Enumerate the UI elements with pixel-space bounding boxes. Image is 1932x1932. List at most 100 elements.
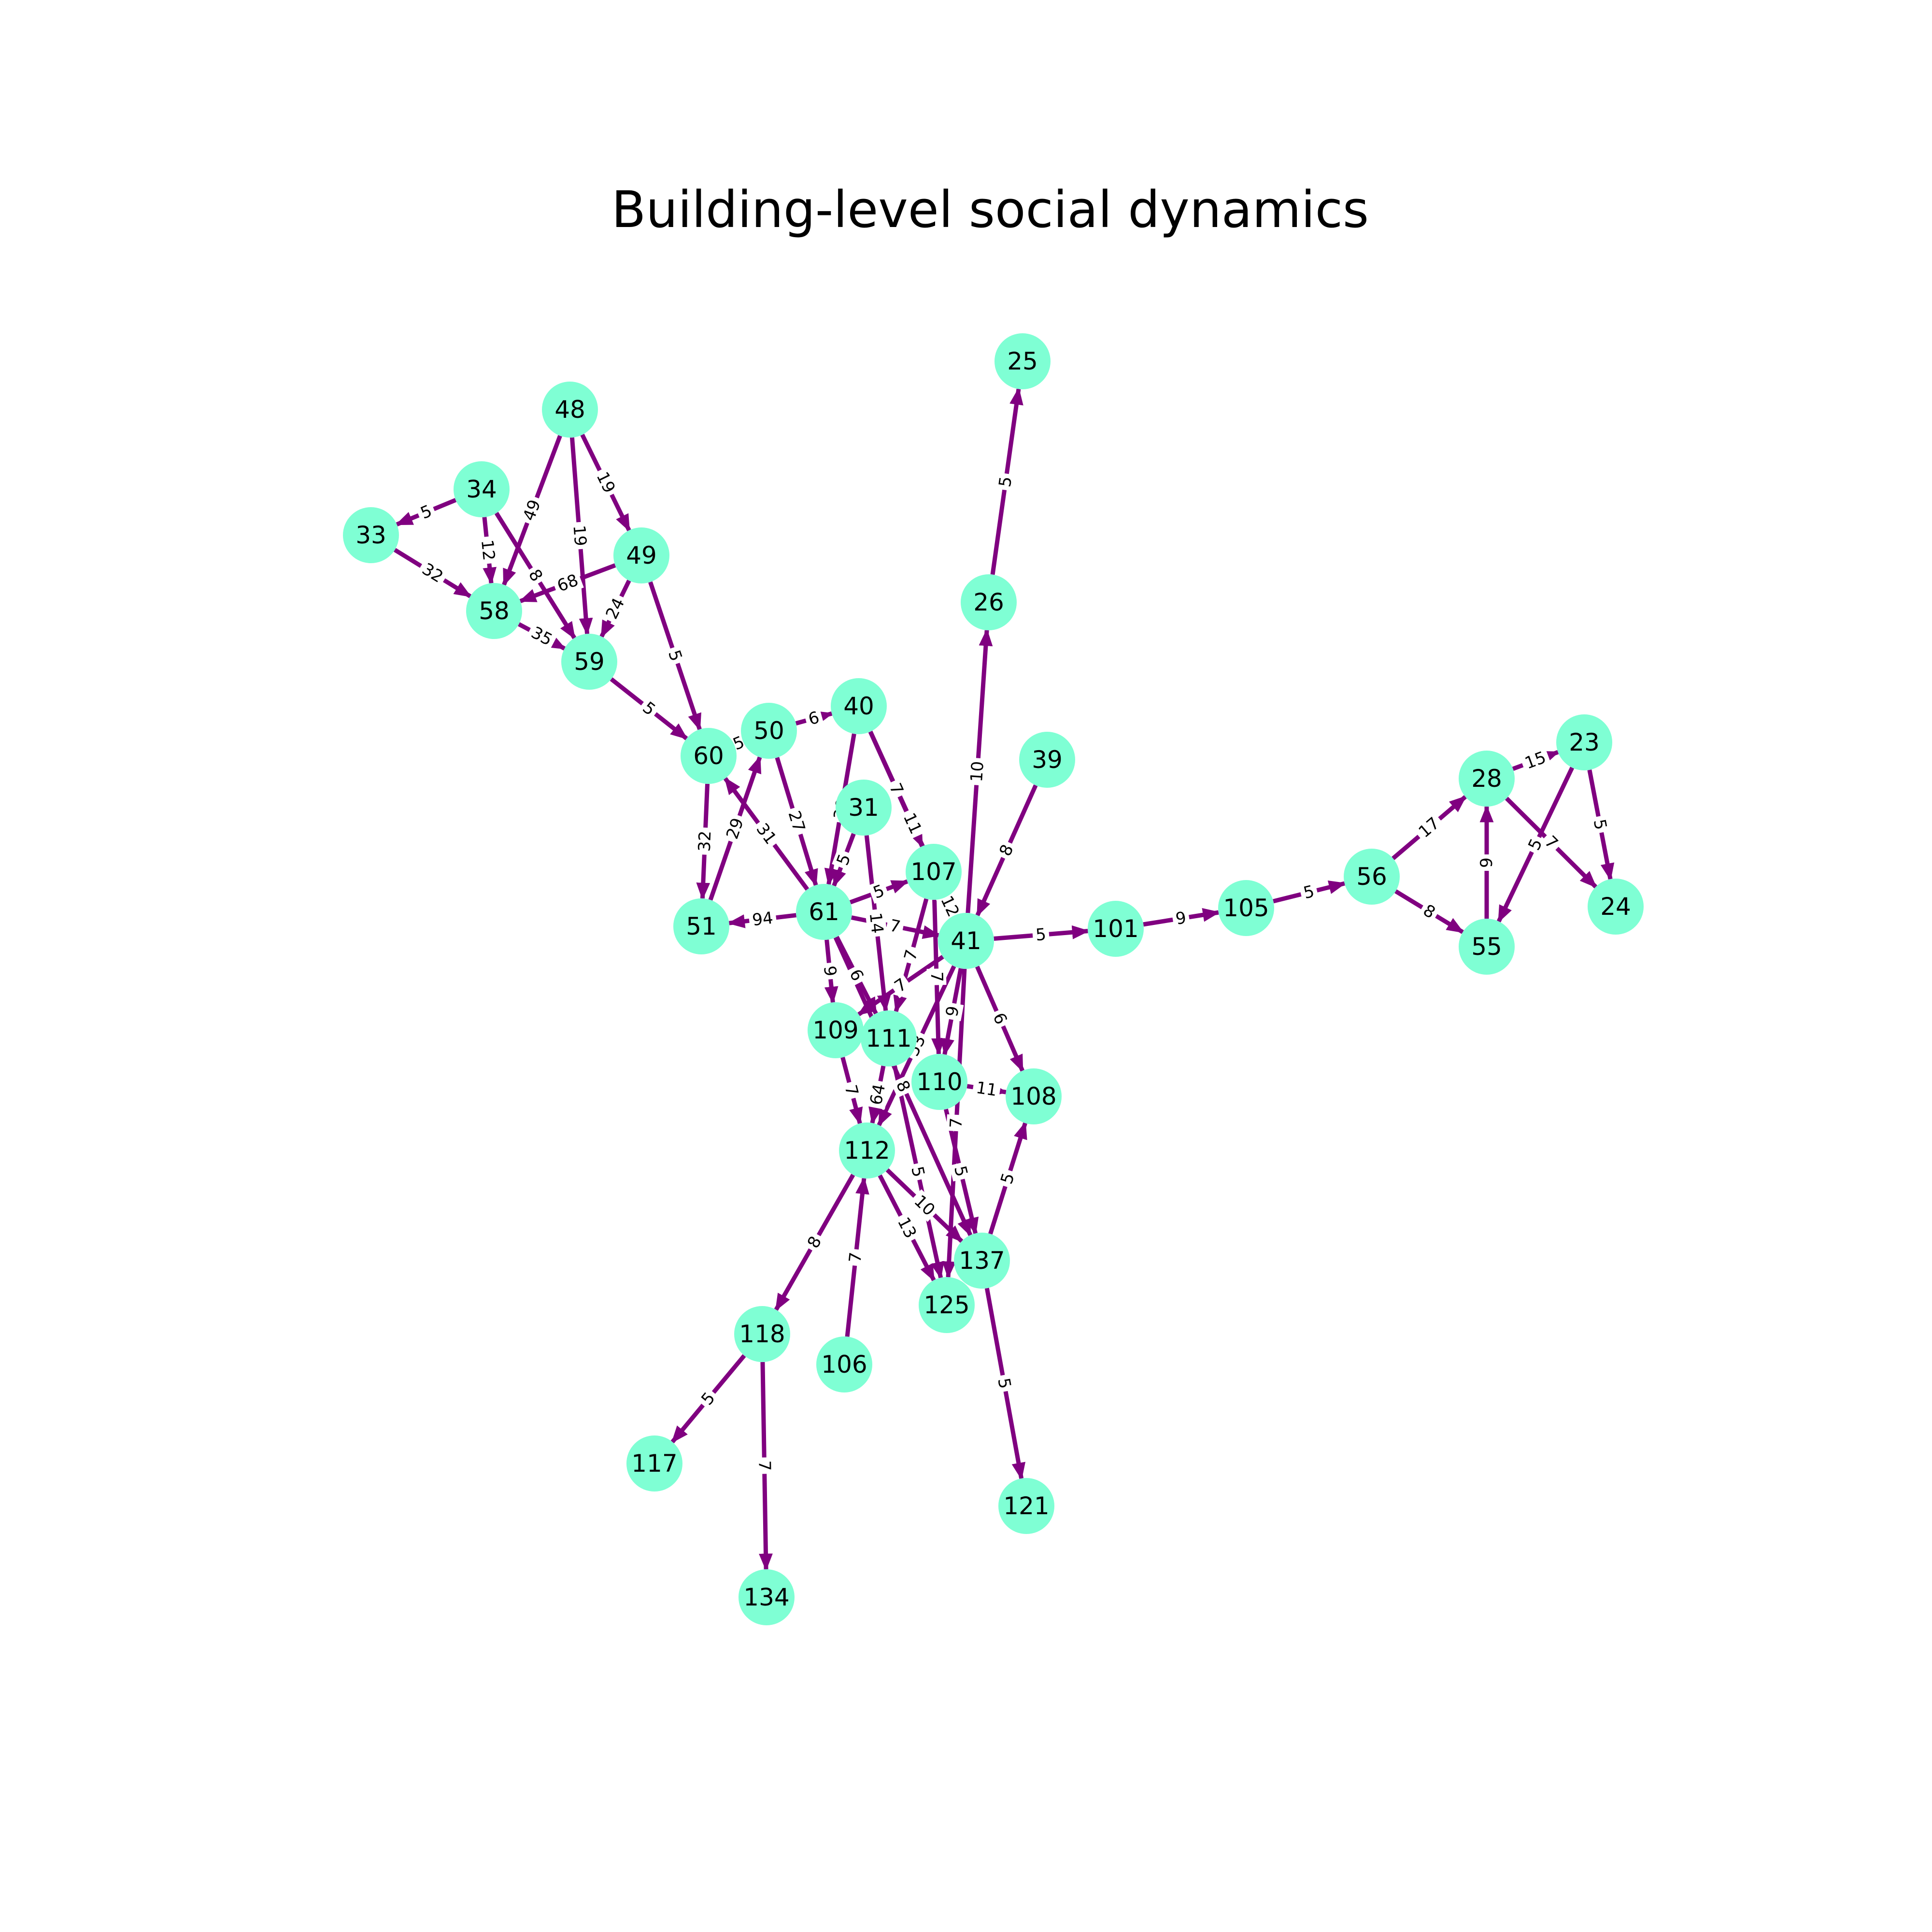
node-circle — [681, 728, 737, 784]
edge-label-background — [636, 696, 662, 722]
edge-label-group: 5 — [949, 1161, 972, 1182]
edge-label-background — [941, 1001, 964, 1022]
edge-label-group: 7 — [885, 915, 905, 938]
node-31: 31 — [836, 780, 892, 836]
node-121: 121 — [998, 1478, 1054, 1534]
edges-layer — [394, 387, 1615, 1571]
node-137: 137 — [954, 1233, 1010, 1289]
edge-label-background — [695, 827, 715, 855]
edge-label-group: 5 — [1298, 881, 1320, 904]
node-circle — [739, 1569, 795, 1625]
node-circle — [998, 1478, 1054, 1534]
node-circle — [466, 583, 522, 639]
node-label: 23 — [1569, 728, 1600, 756]
edge-label-group: 7 — [839, 1080, 863, 1101]
node-56: 56 — [1344, 849, 1400, 905]
node-circle — [1344, 849, 1400, 905]
edge-label-background — [663, 645, 687, 667]
node-circle — [861, 1010, 917, 1066]
node-label: 48 — [554, 396, 585, 424]
edge-label-group: 11 — [971, 1077, 1002, 1101]
edge-label-group: 9 — [819, 962, 840, 980]
edge-label-background — [1538, 830, 1564, 855]
edge-weight-label: 32 — [695, 830, 715, 852]
edge-label-background — [832, 849, 856, 871]
edge-label-background — [568, 521, 591, 550]
edge-label-background — [866, 1079, 890, 1110]
edge-label-background — [754, 1457, 774, 1474]
node-111: 111 — [861, 1010, 917, 1066]
node-40: 40 — [831, 678, 887, 734]
edge-label-background — [865, 909, 887, 938]
edge-label-background — [926, 968, 947, 986]
edge-labels-layer: 5105321284919196824355565323129279430711… — [415, 466, 1611, 1474]
node-118: 118 — [734, 1306, 790, 1362]
node-circle — [1556, 714, 1612, 770]
edge-label-background — [884, 777, 909, 801]
edge-label-background — [845, 1248, 867, 1267]
node-108: 108 — [1006, 1068, 1062, 1124]
node-59: 59 — [561, 634, 617, 690]
node-label: 25 — [1007, 347, 1038, 375]
edge-label-group: 5 — [994, 472, 1017, 492]
edge-label-background — [839, 1080, 863, 1101]
edge-label-group: 49 — [518, 494, 546, 526]
node-circle — [542, 382, 598, 438]
edge-label-group: 32 — [695, 827, 715, 855]
edge-label-background — [416, 557, 449, 589]
node-label: 40 — [843, 692, 874, 720]
node-117: 117 — [626, 1435, 682, 1492]
edge-weight-label: 14 — [866, 911, 887, 934]
edge-label-background — [552, 569, 584, 597]
node-48: 48 — [542, 382, 598, 438]
edge-label-group: 9 — [941, 1001, 964, 1022]
edge-label-background — [748, 908, 778, 931]
node-39: 39 — [1019, 732, 1075, 788]
node-circle — [1459, 751, 1515, 807]
edge-label-group: 29 — [721, 812, 749, 845]
node-label: 118 — [739, 1320, 785, 1348]
node-24: 24 — [1588, 879, 1644, 935]
edge-weight-label: 9 — [1477, 857, 1496, 868]
edge-weight-label: 9 — [820, 965, 840, 977]
edge-label-group: 7 — [888, 973, 913, 998]
edge-weight-label: 5 — [1035, 925, 1047, 945]
edge-label-background — [721, 812, 749, 845]
node-circle — [1088, 901, 1144, 957]
edge-label-group: 8 — [523, 563, 548, 588]
edge-label-background — [803, 707, 824, 730]
node-label: 41 — [951, 927, 981, 955]
node-label: 31 — [848, 794, 879, 822]
edge-label-group: 19 — [568, 521, 591, 550]
edge-label-background — [1417, 899, 1441, 924]
edge-label-background — [819, 962, 840, 980]
node-label: 105 — [1223, 894, 1269, 922]
edge-weight-label: 7 — [946, 1117, 966, 1129]
node-label: 51 — [686, 912, 717, 940]
edge-label-background — [802, 1230, 827, 1254]
edge-label-background — [518, 494, 546, 526]
edge-label-background — [966, 757, 988, 786]
edge-weight-label: 7 — [754, 1460, 774, 1471]
node-label: 134 — [743, 1583, 789, 1611]
edge-weight-label: 64 — [867, 1082, 890, 1107]
edge-label-group: 9 — [1171, 908, 1191, 929]
node-58: 58 — [466, 583, 522, 639]
edge-label-background — [750, 817, 782, 851]
node-label: 34 — [466, 475, 497, 503]
edge-weight-label: 11 — [975, 1078, 998, 1100]
node-circle — [454, 461, 510, 517]
edge-label-group: 10 — [966, 757, 988, 786]
node-label: 55 — [1471, 933, 1502, 961]
node-label: 108 — [1010, 1082, 1056, 1110]
edge-label-group: 8 — [994, 838, 1019, 862]
node-label: 26 — [973, 588, 1004, 616]
node-label: 24 — [1600, 893, 1631, 921]
node-label: 137 — [959, 1247, 1005, 1275]
node-circle — [938, 913, 994, 969]
node-label: 33 — [355, 521, 386, 549]
node-circle — [561, 634, 617, 690]
node-109: 109 — [808, 1002, 864, 1058]
node-circle — [673, 898, 729, 954]
edge-label-background — [899, 944, 923, 966]
